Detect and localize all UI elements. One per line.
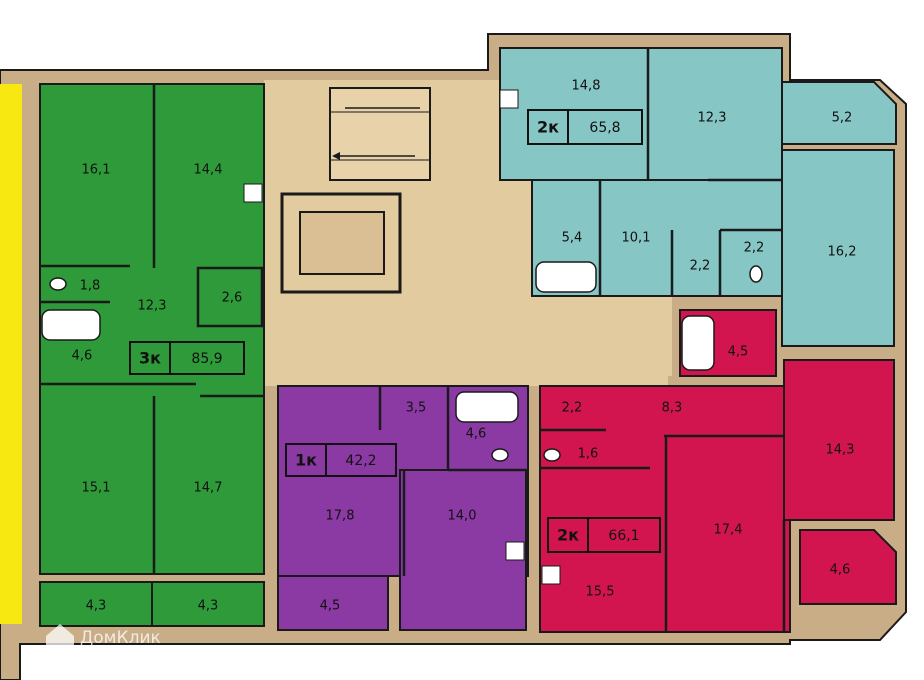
room-area: 3,5 xyxy=(406,401,427,416)
elevator-shaft xyxy=(280,192,402,294)
room-area: 5,2 xyxy=(832,111,853,126)
room-area: 5,4 xyxy=(562,231,583,246)
room-area: 4,5 xyxy=(320,599,341,614)
room-area: 14,3 xyxy=(826,443,855,458)
room-area: 15,1 xyxy=(82,481,111,496)
room-area: 1,6 xyxy=(578,447,599,462)
room-area: 2,6 xyxy=(222,291,243,306)
room-area: 4,3 xyxy=(198,599,219,614)
room-area: 14,8 xyxy=(572,79,601,94)
room-area: 4,6 xyxy=(466,427,487,442)
apartment-tag-1k: 1к 42,2 xyxy=(285,443,397,477)
apartment-rooms: 1к xyxy=(295,451,317,470)
house-icon xyxy=(46,624,74,650)
room-area: 14,7 xyxy=(194,481,223,496)
apartment-tag-2k-bottom: 2к 66,1 xyxy=(547,517,661,553)
apartment-rooms: 2к xyxy=(537,118,559,137)
apartment-rooms: 2к xyxy=(557,526,579,545)
room-area: 12,3 xyxy=(698,111,727,126)
room-area: 14,4 xyxy=(194,163,223,178)
room-area: 12,3 xyxy=(138,299,167,314)
yellow-apartment xyxy=(0,84,22,624)
elevator-inner xyxy=(299,211,385,275)
room-area: 2,2 xyxy=(690,259,711,274)
bathtub-icon xyxy=(41,261,715,423)
corridor-right xyxy=(532,296,672,376)
stairwell xyxy=(329,87,431,181)
room-area: 17,4 xyxy=(714,523,743,538)
room-area: 4,6 xyxy=(72,349,93,364)
room-area: 4,6 xyxy=(830,563,851,578)
room-area: 16,2 xyxy=(828,245,857,260)
watermark: ДомКлик xyxy=(46,624,161,650)
room-area: 8,3 xyxy=(662,401,683,416)
apartment-rooms: 3к xyxy=(139,349,161,368)
room-area: 1,8 xyxy=(80,279,101,294)
watermark-text: ДомКлик xyxy=(80,628,161,648)
apartment-area: 65,8 xyxy=(589,120,620,136)
room-area: 4,3 xyxy=(86,599,107,614)
apartment-tag-2k-top: 2к 65,8 xyxy=(527,109,643,145)
room-area: 17,8 xyxy=(326,509,355,524)
apartment-area: 66,1 xyxy=(608,528,639,544)
apartment-area: 42,2 xyxy=(345,453,376,469)
toilet-icon xyxy=(49,265,763,462)
room-area: 16,1 xyxy=(82,163,111,178)
room-area: 10,1 xyxy=(622,231,651,246)
room-area: 15,5 xyxy=(586,585,615,600)
room-area: 4,5 xyxy=(728,345,749,360)
apartment-area: 85,9 xyxy=(191,351,222,367)
room-area: 14,0 xyxy=(448,509,477,524)
room-area: 2,2 xyxy=(744,241,765,256)
room-area: 2,2 xyxy=(562,401,583,416)
interior-walls xyxy=(40,48,786,632)
stove-icon xyxy=(243,89,561,585)
apartment-tag-3k: 3к 85,9 xyxy=(129,341,245,375)
